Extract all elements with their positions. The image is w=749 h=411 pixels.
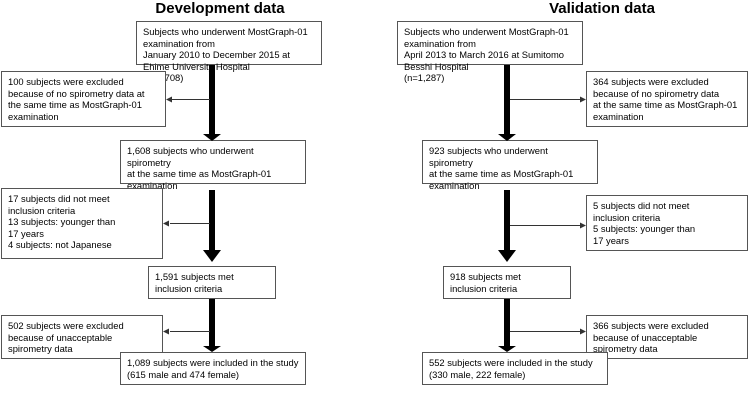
development-title: Development data xyxy=(155,0,285,17)
dev-arrowhead-down-1 xyxy=(203,134,221,141)
val-exclusion-box-1: 364 subjects were excluded because of no… xyxy=(586,71,748,127)
dev-exclusion-line-2 xyxy=(170,223,210,224)
dev-flow-bar-3 xyxy=(209,296,215,348)
dev-arrowhead-down-3 xyxy=(203,346,221,352)
val-exclusion-box-2: 5 subjects did not meet inclusion criter… xyxy=(586,195,748,251)
val-arrowhead-down-3 xyxy=(498,346,516,352)
dev-arrowhead-left-1 xyxy=(166,96,172,103)
dev-spirometry-box: 1,608 subjects who underwent spirometry … xyxy=(120,140,306,191)
val-arrowhead-right-1 xyxy=(580,96,586,103)
val-inclusion-box: 918 subjects met inclusion criteria xyxy=(443,266,571,299)
dev-arrowhead-left-3 xyxy=(163,328,169,335)
val-arrowhead-down-1 xyxy=(498,134,516,141)
dev-exclusion-box-3: 502 subjects were excluded because of un… xyxy=(1,315,163,359)
dev-exclusion-box-2: 17 subjects did not meet inclusion crite… xyxy=(1,188,163,259)
val-exclusion-line-1 xyxy=(510,99,580,100)
dev-exclusion-box-1: 100 subjects were excluded because of no… xyxy=(1,71,166,127)
val-flow-bar-3 xyxy=(504,296,510,348)
dev-flow-bar-1 xyxy=(209,60,215,136)
val-exclusion-line-3 xyxy=(510,331,580,332)
dev-final-box: 1,089 subjects were included in the stud… xyxy=(120,352,306,385)
val-exclusion-line-2 xyxy=(510,225,580,226)
val-flow-bar-1 xyxy=(504,60,510,136)
val-final-box: 552 subjects were included in the study … xyxy=(422,352,608,385)
val-exclusion-box-3: 366 subjects were excluded because of un… xyxy=(586,315,748,359)
dev-arrowhead-down-2 xyxy=(203,250,221,262)
val-top-box: Subjects who underwent MostGraph-01 exam… xyxy=(397,21,583,83)
val-arrowhead-right-3 xyxy=(580,328,586,335)
dev-exclusion-line-1 xyxy=(170,99,210,100)
val-flow-bar-2 xyxy=(504,190,510,252)
dev-arrowhead-left-2 xyxy=(163,220,169,227)
dev-inclusion-box: 1,591 subjects met inclusion criteria xyxy=(148,266,276,299)
dev-top-box: Subjects who underwent MostGraph-01 exam… xyxy=(136,21,322,83)
val-arrowhead-down-2 xyxy=(498,250,516,262)
dev-exclusion-line-3 xyxy=(170,331,210,332)
val-spirometry-box: 923 subjects who underwent spirometry at… xyxy=(422,140,598,191)
val-arrowhead-right-2 xyxy=(580,222,586,229)
validation-title: Validation data xyxy=(549,0,655,17)
dev-flow-bar-2 xyxy=(209,190,215,252)
